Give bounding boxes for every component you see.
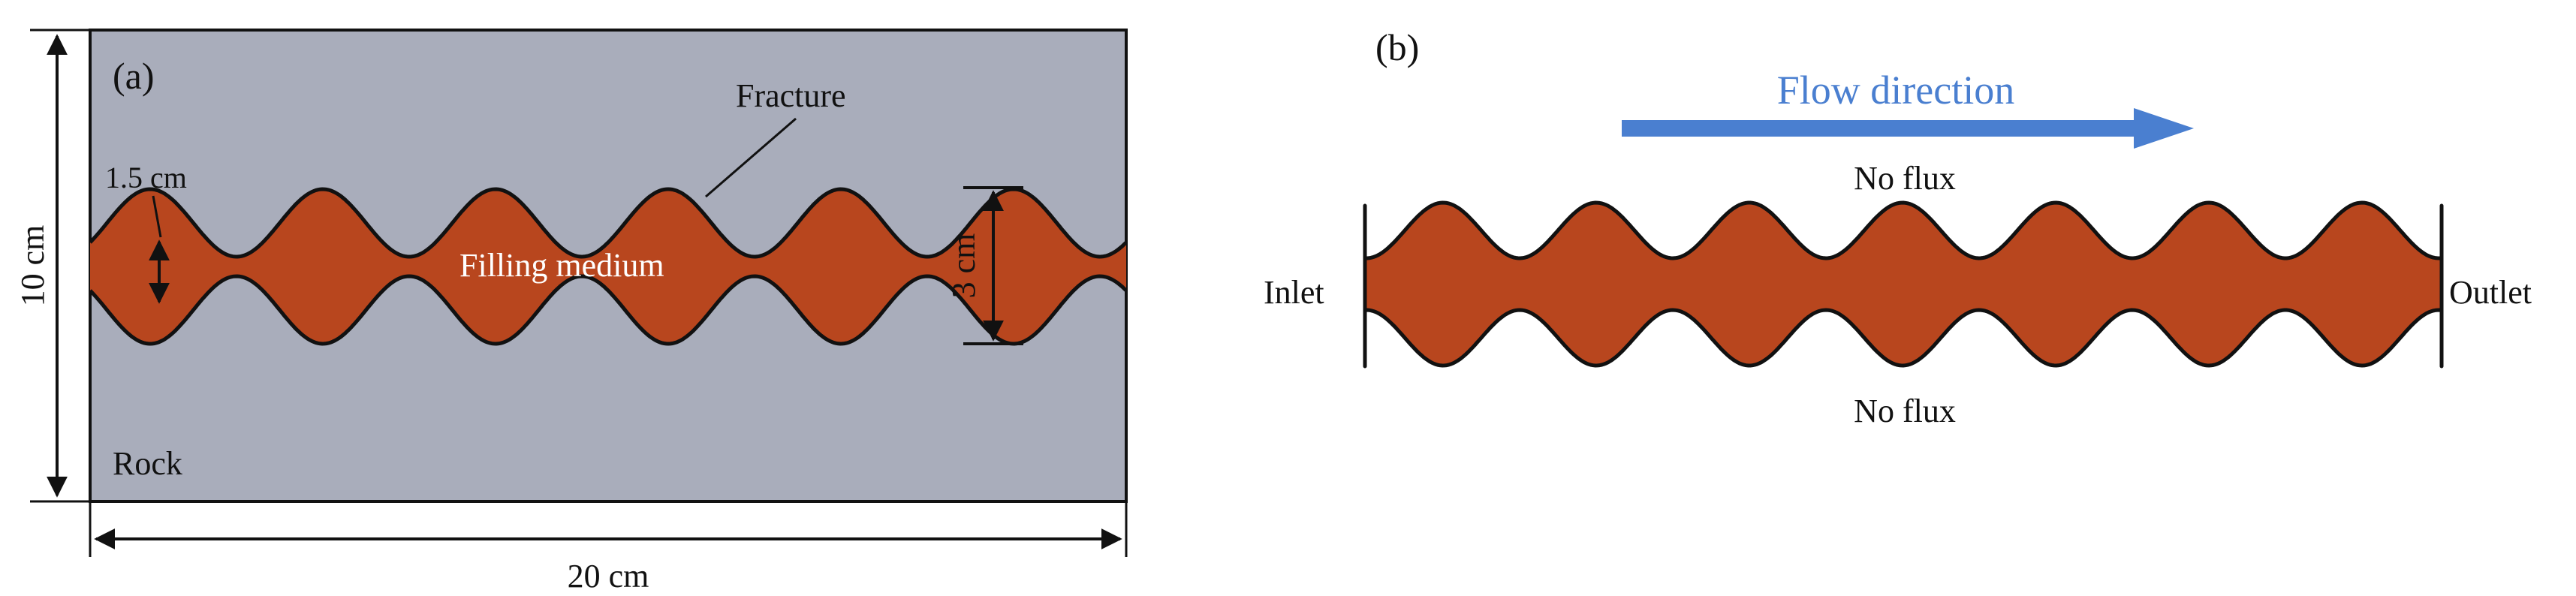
filling-medium-label: Filling medium: [459, 247, 664, 284]
flow-direction-label: Flow direction: [1777, 68, 2014, 113]
filling-medium-region: [90, 189, 1126, 344]
min-aperture-label: 1.5 cm: [105, 161, 187, 194]
flow-arrow-head: [2134, 108, 2194, 149]
filling-medium-domain: [1363, 200, 2444, 369]
flow-arrow-shaft: [1622, 120, 2140, 137]
fracture-label: Fracture: [736, 77, 846, 114]
panel-a: (a) Rock Fracture Filling medium 10 cm 2…: [14, 29, 1128, 594]
fracture-leader-line: [705, 117, 797, 198]
max-aperture-label: 3 cm: [945, 233, 982, 299]
panel-b-tag: (b): [1375, 26, 1419, 68]
panel-b: (b) Flow direction No flux No flux Inlet…: [1264, 26, 2532, 429]
min-aperture-leader: [152, 195, 162, 238]
bottom-boundary-label: No flux: [1854, 393, 1956, 429]
width-dimension-label: 20 cm: [568, 558, 649, 594]
top-boundary-label: No flux: [1854, 160, 1956, 197]
panel-a-tag: (a): [113, 55, 155, 97]
outlet-label: Outlet: [2449, 274, 2532, 311]
fracture-upper-wall: [89, 187, 1128, 259]
fracture-lower-wall: [89, 274, 1128, 346]
height-dimension-label: 10 cm: [14, 225, 51, 307]
inlet-label: Inlet: [1264, 274, 1324, 311]
rock-label: Rock: [113, 445, 182, 482]
